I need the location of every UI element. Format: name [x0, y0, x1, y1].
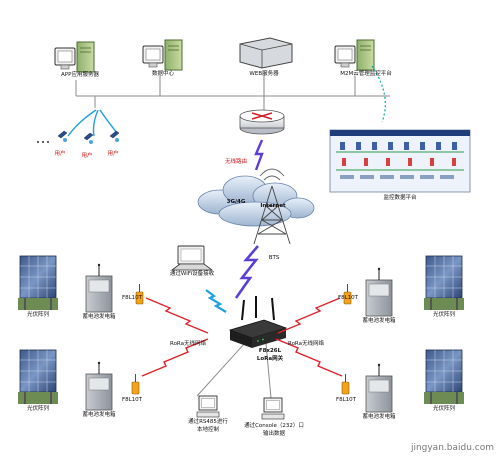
cloud-3g4g-label: 3G/4G	[226, 199, 246, 205]
bts-tower-icon	[253, 168, 291, 245]
lora-net-label: RoRa无线网络	[287, 341, 325, 347]
pc-left-label: 通过RS485进行	[188, 419, 228, 425]
laptop-icon	[170, 245, 214, 271]
cloud-internet-label: Internet	[260, 203, 286, 209]
node-label: F8L10T	[335, 397, 357, 403]
pv-label: 光伏阵列	[26, 406, 50, 412]
gateway-label: LoRa网关	[256, 356, 284, 362]
app-server-label: APP应用服务器	[61, 72, 99, 78]
phone-icon	[83, 132, 94, 145]
ellipsis-dots	[37, 141, 49, 143]
app-server-icon	[54, 41, 95, 73]
phone-icon	[57, 130, 68, 143]
bts-label: BTS	[268, 255, 280, 261]
cabinet-label: 蓄电池发电箱	[362, 318, 396, 324]
lightning-router-cloud	[254, 139, 264, 171]
pv-label: 光伏阵列	[432, 312, 456, 318]
m2m-platform-label: M2M云管理监控平台	[340, 71, 392, 77]
wifi-arcs	[67, 109, 119, 137]
laptop-label: 通过WiFi设备接收	[169, 271, 215, 277]
dotted-link	[371, 65, 386, 123]
battery-cabinet-icon	[365, 363, 393, 413]
watermark: jingyan.baidu.com	[410, 443, 494, 453]
data-center-icon	[142, 39, 183, 71]
node-label: F8L10T	[121, 397, 143, 403]
web-server-icon	[239, 37, 293, 69]
lora-node-icon	[341, 373, 350, 395]
lora-links	[141, 297, 343, 377]
monitor-platform-label: 监控数据平台	[383, 195, 417, 201]
desktop-pc-icon	[196, 395, 220, 418]
cabinet-label: 蓄电池发电箱	[82, 412, 116, 418]
backbone-lines	[75, 72, 390, 399]
web-server-label: WEB服务器	[249, 71, 279, 77]
lora-net-label: RoRa无线网络	[169, 341, 207, 347]
battery-cabinet-icon	[85, 263, 113, 313]
node-label: F8L10T	[121, 295, 143, 301]
solar-panel-icon	[423, 349, 465, 405]
lora-gateway-icon	[228, 296, 288, 348]
node-label: F8L10T	[337, 295, 359, 301]
phone-icon	[109, 130, 120, 143]
phone-label: 用户	[54, 151, 66, 157]
solar-panel-icon	[17, 349, 59, 405]
battery-cabinet-icon	[365, 267, 393, 317]
phone-label: 用户	[81, 153, 93, 159]
lora-node-icon	[131, 373, 140, 395]
internet-cloud	[197, 175, 315, 227]
pv-label: 光伏阵列	[432, 406, 456, 412]
lightning-cloud-gateway	[234, 245, 259, 299]
pc-right-label: 输出数据	[262, 431, 286, 437]
router-label: 无线路由	[224, 159, 248, 165]
cabinet-label: 蓄电池发电箱	[362, 414, 396, 420]
pc-right-label: 通过Console（232）口	[244, 423, 304, 429]
pv-label: 光伏阵列	[26, 312, 50, 318]
desktop-pc-icon	[261, 397, 285, 420]
m2m-platform-icon	[334, 39, 375, 71]
gateway-model-label: F8x26L	[258, 348, 282, 354]
phone-label: 用户	[107, 151, 119, 157]
solar-panel-icon	[17, 255, 59, 311]
monitor-screenshot	[329, 129, 471, 193]
pc-left-label: 本地控制	[196, 427, 220, 433]
data-center-label: 数据中心	[151, 71, 175, 77]
wifi-bolt	[205, 289, 227, 313]
router-icon	[239, 109, 285, 135]
battery-cabinet-icon	[85, 361, 113, 411]
solar-panel-icon	[423, 255, 465, 311]
cabinet-label: 蓄电池发电箱	[82, 314, 116, 320]
